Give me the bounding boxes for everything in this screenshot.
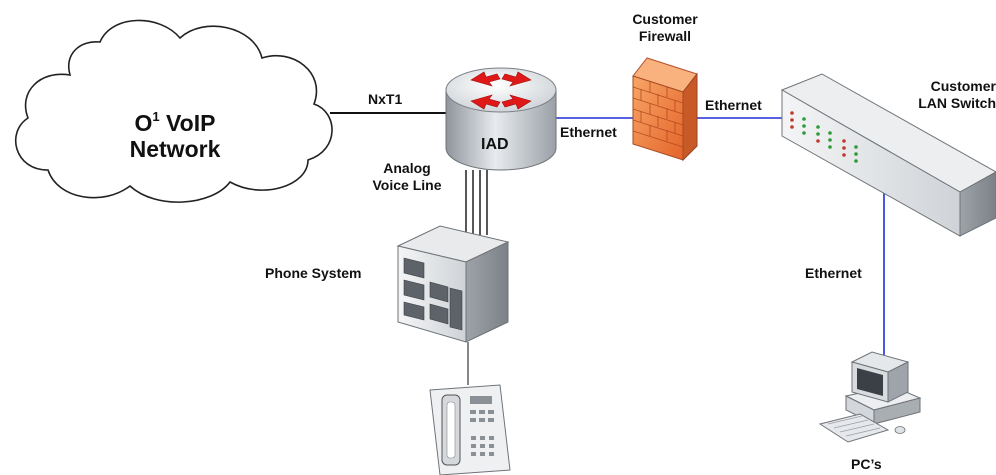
pc-icon xyxy=(818,351,922,443)
phone-system-icon xyxy=(396,225,510,343)
lan-switch-icon xyxy=(780,73,996,237)
switch-label: Customer LAN Switch xyxy=(892,78,996,112)
pcs-label: PC’s xyxy=(851,456,882,472)
ethernet-label-iad-firewall: Ethernet xyxy=(560,124,617,140)
analog-label-line2: Voice Line xyxy=(372,177,442,193)
cloud-label-sup: 1 xyxy=(152,109,160,124)
firewall-label-line1: Customer xyxy=(632,11,698,27)
phone-system-label: Phone System xyxy=(265,265,362,281)
cloud-label-line2: Network xyxy=(129,136,221,162)
nxt1-label: NxT1 xyxy=(368,91,403,107)
cloud-label-rest: VoIP xyxy=(159,110,216,136)
ethernet-label-switch-pc: Ethernet xyxy=(805,265,862,281)
cloud-label-prefix: O xyxy=(134,110,153,136)
analog-voice-line-label: Analog Voice Line xyxy=(362,160,452,194)
analog-voice-lines xyxy=(465,170,488,235)
switch-label-line2: LAN Switch xyxy=(918,95,996,111)
switch-label-line1: Customer xyxy=(930,78,996,94)
cloud-label: O1 VoIP Network xyxy=(100,104,250,162)
iad-router-icon xyxy=(445,67,557,171)
switch-port-leds xyxy=(790,111,858,163)
voip-network-cloud xyxy=(14,19,333,203)
desk-phone-icon xyxy=(429,384,511,475)
firewall-label-line2: Firewall xyxy=(638,28,692,44)
links-layer xyxy=(330,112,885,385)
firewall-label: Customer Firewall xyxy=(615,11,715,45)
firewall-icon xyxy=(632,57,698,162)
ethernet-label-firewall-switch: Ethernet xyxy=(705,97,762,113)
iad-label: IAD xyxy=(481,136,509,153)
analog-label-line1: Analog xyxy=(383,160,431,176)
